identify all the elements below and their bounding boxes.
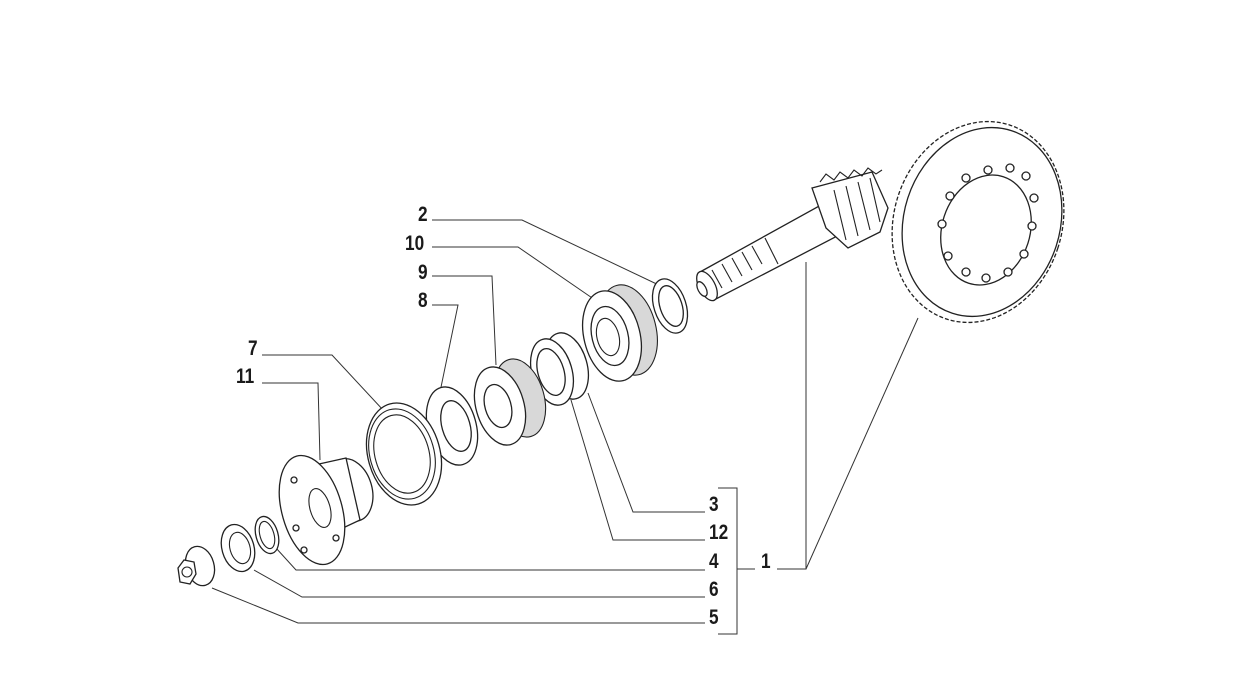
leader-line-8: [432, 304, 459, 393]
callout-12: 12: [709, 521, 729, 544]
callout-4: 4: [709, 550, 719, 573]
leader-line-6: [253, 569, 705, 598]
leader-line-4: [275, 547, 705, 571]
leader-line-1-ring: [805, 317, 919, 570]
leader-line-12: [570, 399, 705, 541]
drive-flange: [278, 454, 374, 566]
shim-ring: [651, 278, 689, 334]
callout-5: 5: [709, 606, 719, 629]
washer: [220, 523, 256, 573]
callout-6: 6: [709, 578, 719, 601]
group-bracket: [718, 487, 738, 635]
oil-seal: [365, 402, 443, 506]
callout-8: 8: [418, 289, 428, 312]
leader-lines: [211, 219, 919, 635]
leader-line-3: [587, 392, 705, 513]
roller-bearing: [581, 284, 658, 382]
flange-nut: [177, 545, 216, 587]
leader-line-2: [432, 219, 666, 289]
o-ring: [254, 515, 280, 555]
leader-line-9: [432, 275, 497, 366]
leader-line-7: [262, 354, 384, 411]
callout-7: 7: [248, 337, 258, 360]
ring-gear: [891, 120, 1065, 324]
callout-2: 2: [418, 203, 428, 226]
callout-9: 9: [418, 261, 428, 284]
bearing-cone: [473, 358, 547, 446]
leader-line-1: [777, 262, 807, 570]
callout-10: 10: [405, 232, 425, 255]
leader-line-10: [432, 246, 599, 303]
leader-line-11: [262, 382, 321, 461]
ring-gear-bolt-holes: [937, 163, 1039, 283]
callout-3: 3: [709, 493, 719, 516]
pinion-shaft: [696, 167, 889, 302]
leader-line-5: [211, 587, 705, 624]
callout-11: 11: [236, 365, 255, 388]
callout-1: 1: [761, 550, 771, 573]
